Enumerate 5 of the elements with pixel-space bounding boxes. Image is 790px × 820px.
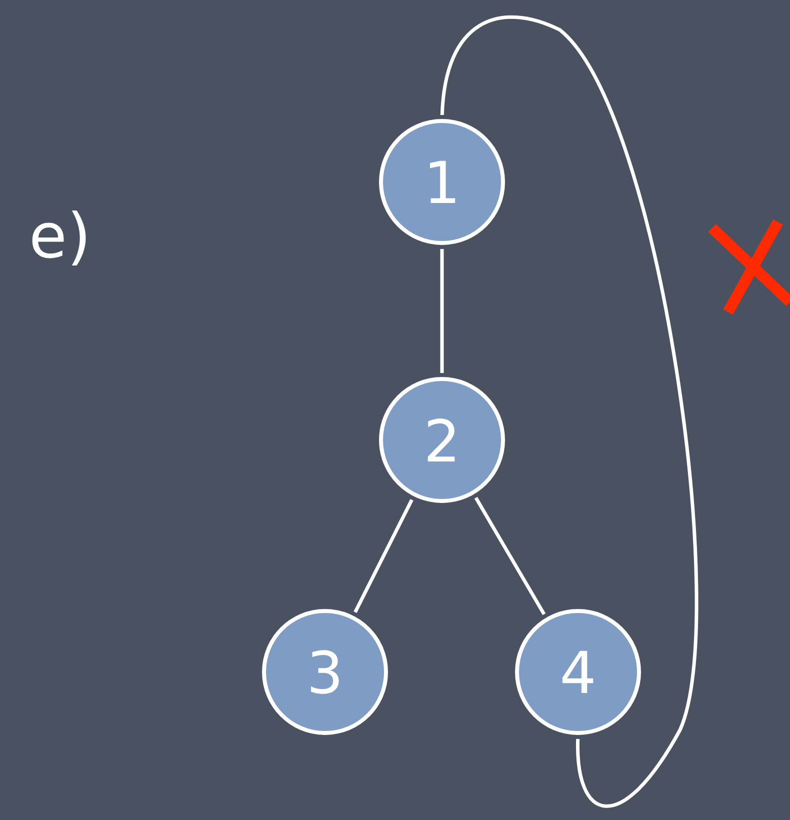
connector-line (440, 16, 698, 808)
connector-line (354, 499, 414, 613)
panel-label: e) (32, 210, 86, 266)
connector-line (474, 496, 546, 616)
connector-line (440, 249, 444, 373)
